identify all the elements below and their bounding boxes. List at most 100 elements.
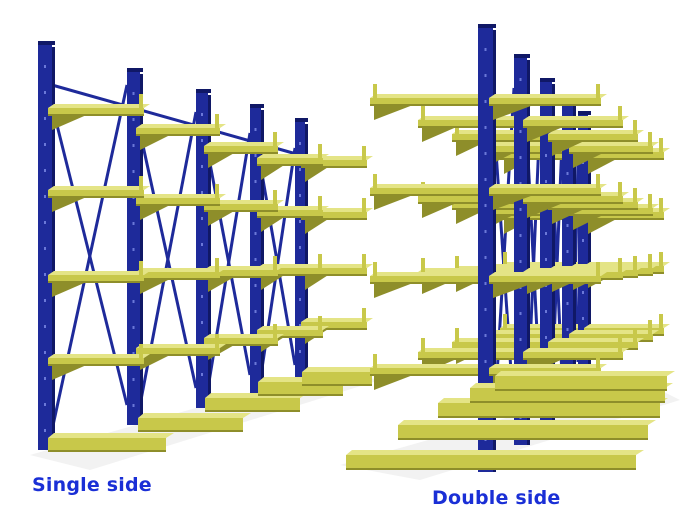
double-arm-left-face — [370, 368, 478, 376]
double-arm-right-stop — [648, 320, 652, 334]
single-arm-face — [257, 268, 323, 276]
double-arm-right-top — [523, 268, 629, 272]
double-column-side — [588, 117, 591, 392]
double-column-hole — [519, 208, 522, 211]
double-arm-left-stop — [503, 314, 507, 328]
double-arm-left-face — [418, 196, 514, 204]
single-base-face — [48, 438, 166, 452]
double-arm-left-stop — [455, 256, 459, 270]
double-arm-left-face — [370, 98, 478, 106]
double-arm-left-face — [418, 120, 514, 128]
double-arm-left-face — [500, 152, 578, 160]
single-arm-stop — [318, 196, 322, 210]
double-arm-left-edge — [418, 202, 514, 204]
double-arm-right-gusset — [527, 128, 561, 142]
single-arm-top — [48, 186, 150, 190]
double-column-hole — [545, 180, 547, 183]
double-column-hole — [566, 224, 569, 227]
double-arm-left-gusset — [374, 196, 411, 210]
double-column-hole — [545, 154, 547, 157]
single-column-hole — [201, 243, 203, 246]
single-arm-top — [48, 104, 150, 108]
single-arm-edge — [136, 278, 220, 280]
double-arm-right-top — [548, 130, 644, 134]
single-column-cap — [38, 41, 55, 45]
double-arm-right-gusset — [552, 210, 583, 224]
double-column-hole — [484, 178, 487, 181]
double-column-hole — [484, 126, 487, 129]
single-column-hole — [44, 351, 46, 354]
single-arm-face — [301, 322, 367, 330]
single-arm-top — [136, 344, 226, 348]
single-column-hole — [132, 404, 135, 407]
double-base-edge — [438, 416, 660, 418]
double-arm-right-top — [523, 116, 629, 120]
single-column-hole — [201, 191, 203, 194]
double-column-hole — [484, 152, 487, 155]
single-arm-stop — [362, 308, 366, 322]
single-column-cap — [295, 118, 308, 122]
single-column-hole — [132, 144, 135, 147]
single-column-hole — [44, 221, 46, 224]
single-arm-top — [204, 200, 284, 204]
single-arm-face — [204, 270, 278, 278]
single-arm-edge — [48, 196, 144, 198]
single-arm-stop — [318, 254, 322, 268]
double-side-label: Double side — [432, 487, 561, 509]
single-arm-gusset — [208, 212, 233, 226]
double-arm-right-face — [489, 188, 601, 196]
single-arm-stop — [273, 132, 277, 146]
single-column-hole — [44, 91, 46, 94]
single-column-hole — [299, 350, 301, 353]
single-arm-edge — [301, 218, 367, 220]
single-column-hole — [132, 352, 135, 355]
single-column-side — [208, 95, 211, 408]
single-arm-face — [204, 338, 278, 346]
double-arm-right-edge — [569, 214, 653, 216]
double-column-hole — [545, 310, 547, 313]
double-column-hole — [519, 78, 522, 81]
single-arm-top — [136, 268, 226, 272]
double-arm-right-gusset — [588, 220, 615, 234]
double-arm-right-edge — [584, 218, 664, 220]
double-column-side — [573, 102, 576, 405]
double-arm-left-edge — [370, 374, 478, 376]
double-arm-right-edge — [523, 358, 623, 360]
single-arm-stop — [215, 114, 219, 128]
double-arm-right-face — [548, 134, 638, 142]
double-column-hole — [566, 328, 569, 331]
double-arm-right-gusset — [493, 284, 531, 298]
single-arm-top — [204, 334, 284, 338]
double-arm-right-stop — [596, 84, 600, 98]
single-arm-edge — [204, 210, 278, 212]
double-column-cap — [514, 54, 530, 58]
single-column-hole — [299, 324, 301, 327]
single-column-side — [261, 110, 264, 395]
double-arm-right-gusset — [588, 160, 615, 174]
single-arm-gusset — [305, 220, 327, 234]
double-column-hole — [519, 260, 522, 263]
single-column-hole — [44, 273, 46, 276]
double-base-edge — [398, 438, 648, 440]
double-column-hole — [484, 282, 487, 285]
single-base-top — [48, 433, 174, 438]
single-arm-face — [48, 190, 144, 198]
single-arm-edge — [204, 344, 278, 346]
single-base-top — [138, 413, 251, 418]
double-column-hole — [484, 74, 487, 77]
double-column-hole — [484, 360, 487, 363]
single-arm-edge — [136, 204, 220, 206]
double-arm-left-face — [370, 276, 478, 284]
single-column-hole — [132, 378, 135, 381]
double-arm-left-top — [370, 272, 484, 276]
single-column-side — [140, 74, 143, 425]
single-arm-edge — [301, 166, 367, 168]
double-arm-right-face — [523, 120, 623, 128]
single-base-edge — [302, 384, 372, 386]
double-arm-right-edge — [523, 126, 623, 128]
double-arm-right-face — [523, 352, 623, 360]
single-base-top — [302, 367, 380, 372]
single-column-hole — [254, 128, 257, 131]
double-column-hole — [519, 182, 522, 185]
double-arm-right-edge — [548, 140, 638, 142]
